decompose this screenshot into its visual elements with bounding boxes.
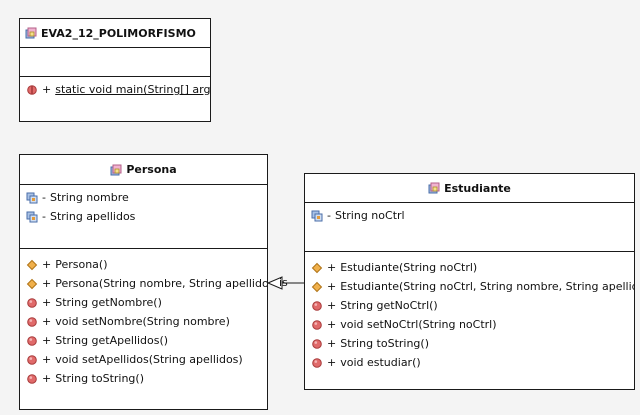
field-icon xyxy=(311,210,323,222)
operation-signature: Estudiante(String noCtrl, String nombre,… xyxy=(340,280,634,293)
operation-signature: Persona(String nombre, String apellido xyxy=(55,277,267,290)
class-box-main[interactable]: EVA2_12_POLIMORFISMO + static void main(… xyxy=(19,18,211,122)
operation-row[interactable]: +void setApellidos(String apellidos) xyxy=(20,350,267,369)
class-header-persona: Persona xyxy=(20,155,267,185)
visibility-marker: + xyxy=(327,299,337,312)
operation-row[interactable]: +void estudiar() xyxy=(305,353,634,372)
operation-signature: void setNoCtrl(String noCtrl) xyxy=(340,318,497,331)
attribute-signature: String nombre xyxy=(49,191,129,204)
operation-signature: void estudiar() xyxy=(340,356,421,369)
constructor-icon xyxy=(26,259,38,271)
class-name: Estudiante xyxy=(444,181,511,195)
visibility-marker: + xyxy=(42,372,52,385)
operation-row[interactable]: +String getNoCtrl() xyxy=(305,296,634,315)
operation-signature: String getNoCtrl() xyxy=(340,299,438,312)
field-icon xyxy=(26,192,38,204)
constructor-icon xyxy=(311,262,323,274)
class-header-estudiante: Estudiante xyxy=(305,174,634,203)
attribute-row[interactable]: -String apellidos xyxy=(20,207,267,226)
operation-row[interactable]: +Estudiante(String noCtrl, String nombre… xyxy=(305,277,634,296)
visibility-marker: - xyxy=(327,209,331,222)
operation-signature: String getNombre() xyxy=(55,296,162,309)
operation-row[interactable]: + static void main(String[] args xyxy=(20,80,210,99)
visibility-marker: + xyxy=(42,353,52,366)
attribute-row[interactable]: -String nombre xyxy=(20,188,267,207)
class-icon xyxy=(110,164,122,176)
method-icon xyxy=(26,316,38,328)
visibility-marker: - xyxy=(42,210,46,223)
visibility-marker: + xyxy=(42,315,52,328)
method-icon xyxy=(311,300,323,312)
operation-row[interactable]: +String getNombre() xyxy=(20,293,267,312)
visibility-marker: + xyxy=(327,318,337,331)
method-icon xyxy=(26,335,38,347)
operation-signature: Persona() xyxy=(55,258,108,271)
visibility-marker: - xyxy=(42,191,46,204)
method-icon xyxy=(26,373,38,385)
operation-row[interactable]: +Persona() xyxy=(20,255,267,274)
class-box-persona[interactable]: Persona -String nombre-String apellidos … xyxy=(19,154,268,410)
method-icon xyxy=(26,354,38,366)
visibility-marker: + xyxy=(42,277,52,290)
visibility-marker: + xyxy=(327,356,337,369)
operation-row[interactable]: +void setNoCtrl(String noCtrl) xyxy=(305,315,634,334)
operation-row[interactable]: +String getApellidos() xyxy=(20,331,267,350)
class-header-main: EVA2_12_POLIMORFISMO xyxy=(20,19,210,48)
operations-compartment: + static void main(String[] args xyxy=(20,77,210,99)
visibility-marker: + xyxy=(327,280,337,293)
attributes-compartment: -String nombre-String apellidos xyxy=(20,185,267,249)
attributes-compartment xyxy=(20,48,210,77)
visibility-marker: + xyxy=(42,334,52,347)
operation-row[interactable]: +Persona(String nombre, String apellido xyxy=(20,274,267,293)
method-icon xyxy=(311,357,323,369)
static-method-icon xyxy=(26,84,38,96)
class-icon xyxy=(428,182,440,194)
class-box-estudiante[interactable]: Estudiante -String noCtrl +Estudiante(St… xyxy=(304,173,635,390)
class-name: Persona xyxy=(126,163,177,176)
relation-label: is xyxy=(279,276,288,289)
operation-signature: String toString() xyxy=(340,337,429,350)
operation-row[interactable]: +Estudiante(String noCtrl) xyxy=(305,258,634,277)
operation-signature: String toString() xyxy=(55,372,144,385)
operation-signature: String getApellidos() xyxy=(55,334,169,347)
visibility-marker: + xyxy=(42,258,52,271)
visibility-marker: + xyxy=(42,83,52,96)
operation-row[interactable]: +String toString() xyxy=(20,369,267,388)
constructor-icon xyxy=(26,278,38,290)
attribute-signature: String noCtrl xyxy=(334,209,405,222)
operation-signature: static void main(String[] args xyxy=(55,83,210,96)
operation-row[interactable]: +void setNombre(String nombre) xyxy=(20,312,267,331)
operation-signature: void setNombre(String nombre) xyxy=(55,315,230,328)
operations-compartment: +Estudiante(String noCtrl)+Estudiante(St… xyxy=(305,252,634,372)
operation-row[interactable]: +String toString() xyxy=(305,334,634,353)
operation-signature: Estudiante(String noCtrl) xyxy=(340,261,478,274)
operation-signature: void setApellidos(String apellidos) xyxy=(55,353,243,366)
class-name: EVA2_12_POLIMORFISMO xyxy=(41,26,196,40)
field-icon xyxy=(26,211,38,223)
method-icon xyxy=(26,297,38,309)
constructor-icon xyxy=(311,281,323,293)
visibility-marker: + xyxy=(327,261,337,274)
visibility-marker: + xyxy=(42,296,52,309)
attribute-row[interactable]: -String noCtrl xyxy=(305,206,634,225)
attributes-compartment: -String noCtrl xyxy=(305,203,634,252)
attribute-signature: String apellidos xyxy=(49,210,136,223)
visibility-marker: + xyxy=(327,337,337,350)
method-icon xyxy=(311,338,323,350)
operations-compartment: +Persona()+Persona(String nombre, String… xyxy=(20,249,267,388)
method-icon xyxy=(311,319,323,331)
class-icon xyxy=(25,27,37,39)
